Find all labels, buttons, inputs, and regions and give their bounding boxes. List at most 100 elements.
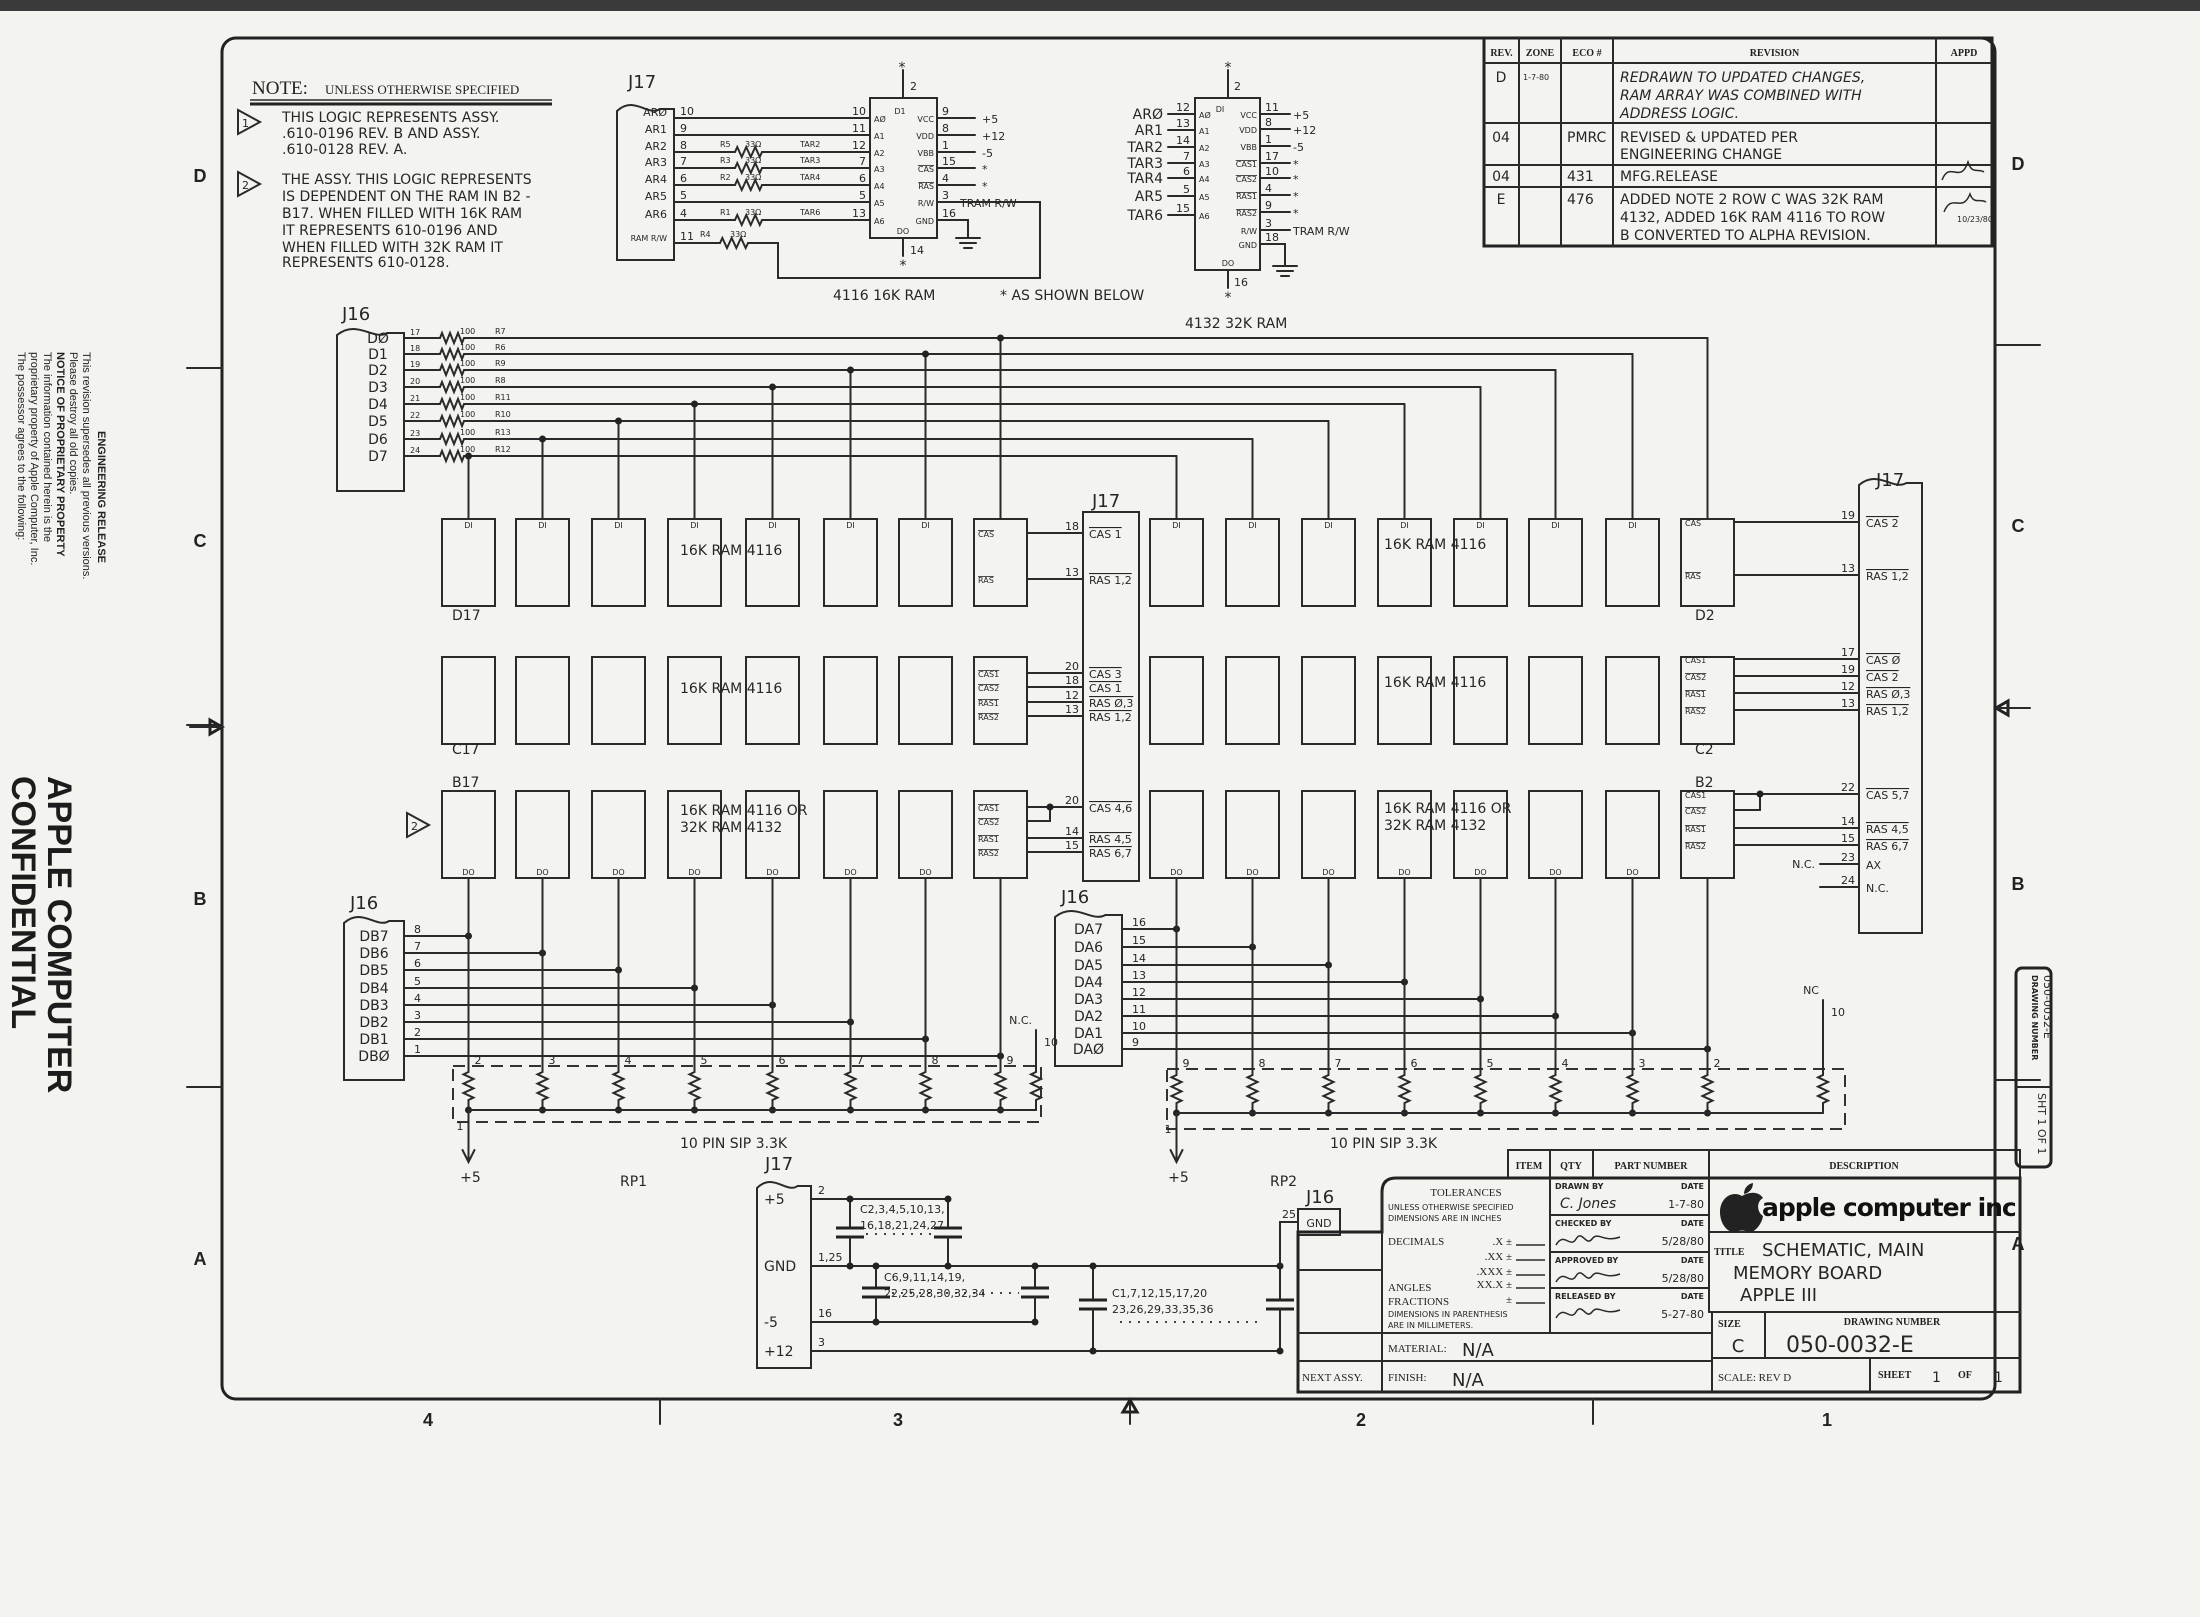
resistor-value: 33Ω [745,173,761,182]
net-label: ARØ [1133,107,1163,123]
net-label: N.C. [1009,1014,1032,1027]
connector-pin-label: DB4 [359,981,388,997]
net-label: RAS Ø,3 [1089,697,1133,710]
signoff-name: C. Jones [1560,1196,1616,1212]
pin-number: 9 [1007,1054,1014,1067]
revision-header: ECO # [1572,48,1601,59]
resistor-symbol [1548,1074,1563,1104]
signature-scribble [1555,1308,1621,1319]
connector-pin-label: D7 [368,449,388,465]
net-label: +12 [1293,124,1316,137]
pin-number: 5 [414,975,421,988]
sheet-number: 1 [1932,1370,1941,1386]
connector-pin-label: D3 [368,380,388,396]
revision-zone: 1-7-80 [1523,73,1549,82]
pin-number: 1 [1165,1123,1172,1136]
pin-number: 9 [942,105,949,118]
net-label: RAS 6,7 [1866,840,1909,853]
resistor-value: 100 [460,393,475,402]
chip-pin-name: CAS [1685,519,1701,528]
scale-label: SCALE: REV D [1718,1372,1791,1384]
signoff-date-label: DATE [1681,1219,1704,1228]
chip-pin-name: GND [1239,241,1257,250]
tolerances-line: DIMENSIONS IN PARENTHESIS [1388,1310,1508,1319]
zone-label-left: C [194,531,207,551]
chip-pin-name: CAS2 [1685,807,1706,816]
pin-number: 13 [1132,969,1146,982]
ram-chip [1605,656,1660,745]
ram-chip [441,790,496,879]
pin-number: 8 [414,923,421,936]
pin-number: 20 [410,377,420,386]
junction-dot [922,350,929,358]
ram-chip [515,790,570,879]
signoff-date: 1-7-80 [1668,1198,1704,1211]
pin-number: 1 [1265,133,1272,146]
resistor-symbol [843,1071,858,1101]
net-label: -5 [982,147,993,160]
pin-number: 14 [1841,815,1855,828]
notes-heading: NOTE: [252,78,308,99]
revision-eco: 431 [1567,169,1594,185]
connector-ref: J16 [1060,887,1089,908]
chip-ref-label: C17 [452,742,480,758]
connector-pin-label: AR1 [645,123,667,136]
connector-pin-label: D6 [368,432,388,448]
revision-rev: D [1496,70,1507,86]
junction-dot [944,1262,952,1270]
sheet-total: 1 [1994,1370,2003,1386]
resistor-symbol [765,1071,780,1101]
chip-pin-name: A4 [874,182,885,191]
pin-number: 10 [680,105,694,118]
zone-label-right: D [2012,154,2025,174]
ram-chip [1301,656,1356,745]
connector-pin-label: DB1 [359,1032,388,1048]
note-line: THE ASSY. THIS LOGIC REPRESENTS [281,172,532,188]
pin-number: 4 [625,1054,632,1067]
resistor-pack-ref: RP1 [620,1174,647,1190]
release-notice-line: proprietary property of Apple Computer, … [28,352,40,565]
net-label: TAR4 [799,173,820,182]
chip-pin-name: DI [614,521,623,530]
stamp-number: 050-0032-E [2041,975,2054,1039]
chip-pin-name: A5 [1199,193,1210,202]
pin-number: 18 [1065,674,1079,687]
signoff-date-label: DATE [1681,1292,1704,1301]
star-marker: * [899,60,906,76]
pin-number: 5 [1487,1057,1494,1070]
note-line: B17. WHEN FILLED WITH 16K RAM [282,206,522,222]
junction-dot [944,1195,952,1203]
chip-pin-name: CAS1 [1236,160,1257,169]
pin-number: 10 [1265,165,1279,178]
chip-pin-name: A2 [1199,144,1210,153]
chip-ref-label: D17 [452,608,481,624]
pin-number: 15 [942,155,956,168]
connector-pin-label: DA6 [1074,940,1103,956]
revision-text: ADDED NOTE 2 ROW C WAS 32K RAM [1620,192,1883,208]
pin-number: 4 [1265,182,1272,195]
chip-pin-name: CAS1 [1685,791,1706,800]
tolerances-line: UNLESS OTHERWISE SPECIFIED [1388,1203,1514,1212]
ram-type-label: 16K RAM 4116 OR [680,803,808,819]
net-label: CAS 5,7 [1866,789,1909,802]
revision-text: REDRAWN TO UPDATED CHANGES, [1620,70,1865,86]
chip-ref-label: B2 [1695,775,1714,791]
pin-number: 14 [910,244,924,257]
pin-number: 9 [1132,1036,1139,1049]
chip-pin-name: CAS1 [978,670,999,679]
pin-number: 6 [859,172,866,185]
chip-pin-name: GND [916,217,934,226]
wire [747,201,1041,279]
pin-number: 15 [1132,934,1146,947]
connector-pin-label: RAM R/W [631,234,667,243]
chip-pin-name: DI [690,521,699,530]
pin-number: 1 [414,1043,421,1056]
ram-chip [591,518,646,607]
pin-number: 3 [942,189,949,202]
apple-logo: apple computer inc [1720,1183,2017,1233]
pin-number: 7 [414,940,421,953]
